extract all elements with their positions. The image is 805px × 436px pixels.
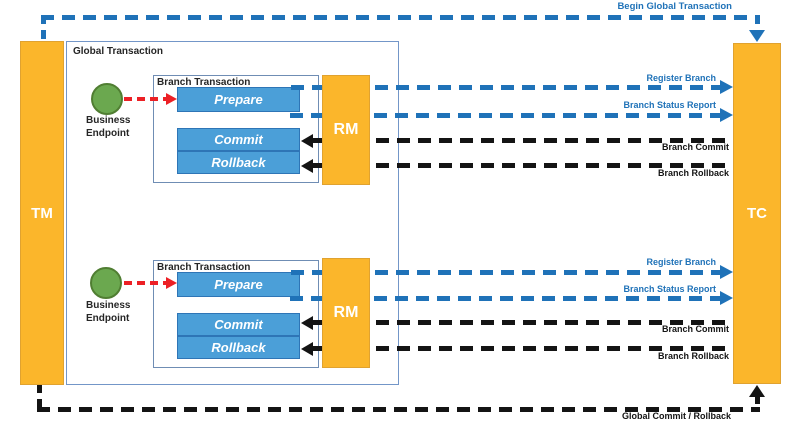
global-commit-line-right-vertical [755,396,760,409]
branch-rollback-arrowhead-2 [301,342,313,356]
register-branch-label-2: Register Branch [646,257,716,267]
branch-commit-arrowhead-2 [301,316,313,330]
transaction-manager-bar: TM [20,41,64,385]
invoke-arrowhead-2 [166,277,177,289]
invoke-arrowhead-1 [166,93,177,105]
branch-status-line-1 [290,113,722,118]
branch-rollback-line-1 [313,163,733,168]
branch-transaction-label-1: Branch Transaction [157,77,251,88]
register-branch-label-1: Register Branch [646,73,716,83]
prepare-box-2: Prepare [177,272,300,297]
business-endpoint-label-2-line2: Endpoint [86,312,130,324]
branch-status-arrowhead-1 [720,108,733,122]
commit-label-1: Commit [214,132,263,147]
business-endpoint-label-1: Business Endpoint [86,115,130,140]
commit-box-1: Commit [177,128,300,151]
commit-label-2: Commit [214,317,263,332]
prepare-label-1: Prepare [214,92,263,107]
register-branch-arrowhead-1 [720,80,733,94]
global-transaction-box: Global Transaction [66,41,399,385]
branch-status-arrowhead-2 [720,291,733,305]
business-endpoint-label-1-line2: Endpoint [86,127,130,139]
business-endpoint-circle-1 [91,83,123,115]
branch-commit-line-2 [313,320,733,325]
global-commit-line-horizontal [37,407,760,412]
begin-global-arrowhead [749,30,765,42]
rollback-box-2: Rollback [177,336,300,359]
invoke-arrow-line-2 [124,281,168,285]
rollback-label-2: Rollback [211,340,266,355]
branch-commit-line-1 [313,138,733,143]
business-endpoint-label-1-line1: Business [86,115,131,126]
register-branch-line-2 [291,270,722,275]
branch-commit-arrowhead-1 [301,134,313,148]
rollback-label-1: Rollback [211,155,266,170]
prepare-box-1: Prepare [177,87,300,112]
branch-rollback-label-2: Branch Rollback [657,351,729,361]
branch-rollback-line-2 [313,346,733,351]
tc-label: TC [747,205,767,222]
begin-global-line-right-vertical [755,15,760,32]
global-commit-line-left-vertical [37,385,42,407]
register-branch-arrowhead-2 [720,265,733,279]
rm-label-2: RM [333,304,359,321]
branch-commit-label-1: Branch Commit [661,142,729,152]
business-endpoint-label-2-line1: Business [86,300,131,311]
transaction-coordinator-bar: TC [733,43,781,384]
rollback-box-1: Rollback [177,151,300,174]
branch-commit-label-2: Branch Commit [661,324,729,334]
branch-transaction-box-2: Branch Transaction [153,260,319,368]
resource-manager-box-2: RM [322,258,370,368]
branch-rollback-arrowhead-1 [301,159,313,173]
tm-label: TM [31,204,53,222]
begin-global-line-horizontal [41,15,760,20]
branch-rollback-label-1: Branch Rollback [657,168,729,178]
invoke-arrow-line-1 [124,97,168,101]
branch-status-line-2 [290,296,722,301]
branch-transaction-label-2: Branch Transaction [157,262,251,273]
global-transaction-label: Global Transaction [73,46,164,57]
resource-manager-box-1: RM [322,75,370,185]
prepare-label-2: Prepare [214,277,263,292]
branch-status-label-2: Branch Status Report [623,284,716,294]
branch-transaction-box-1: Branch Transaction [153,75,319,183]
global-commit-label: Global Commit / Rollback [621,411,731,421]
register-branch-line-1 [291,85,722,90]
begin-global-label: Begin Global Transaction [617,1,732,12]
business-endpoint-label-2: Business Endpoint [86,300,130,325]
commit-box-2: Commit [177,313,300,336]
global-commit-arrowhead [749,385,765,397]
rm-label-1: RM [333,121,359,138]
branch-status-label-1: Branch Status Report [623,100,716,110]
begin-global-line-left-vertical [41,15,46,41]
business-endpoint-circle-2 [90,267,122,299]
